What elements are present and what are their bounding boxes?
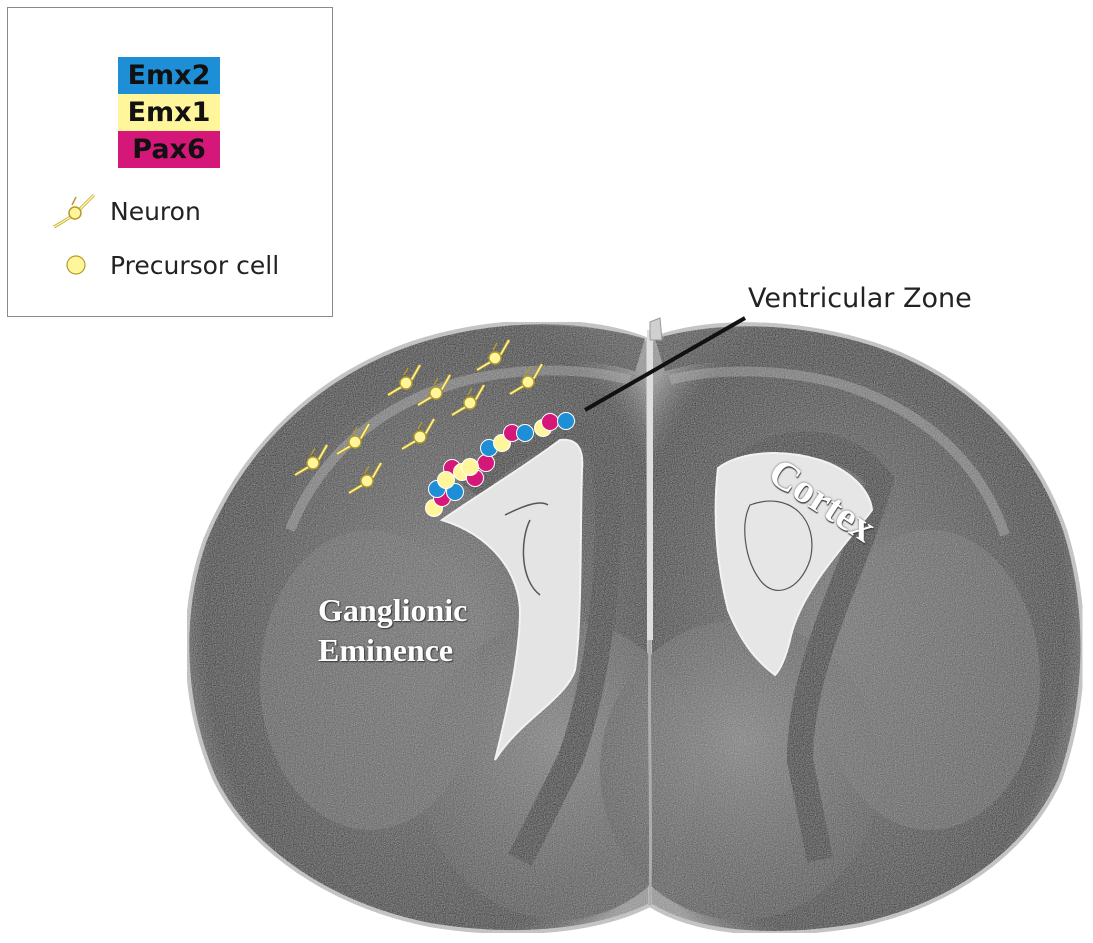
ventricular-zone-label: Ventricular Zone <box>748 283 972 314</box>
precursor-cell <box>517 425 534 442</box>
precursor-cell <box>542 414 559 431</box>
ganglionic-label-line2: Eminence <box>318 630 467 670</box>
precursor-cell <box>438 472 455 489</box>
precursor-cell <box>462 459 479 476</box>
ganglionic-label-line1: Ganglionic <box>318 590 467 630</box>
ganglionic-eminence-label: Ganglionic Eminence <box>318 590 467 670</box>
precursor-cell <box>478 455 495 472</box>
precursor-cell <box>558 413 575 430</box>
